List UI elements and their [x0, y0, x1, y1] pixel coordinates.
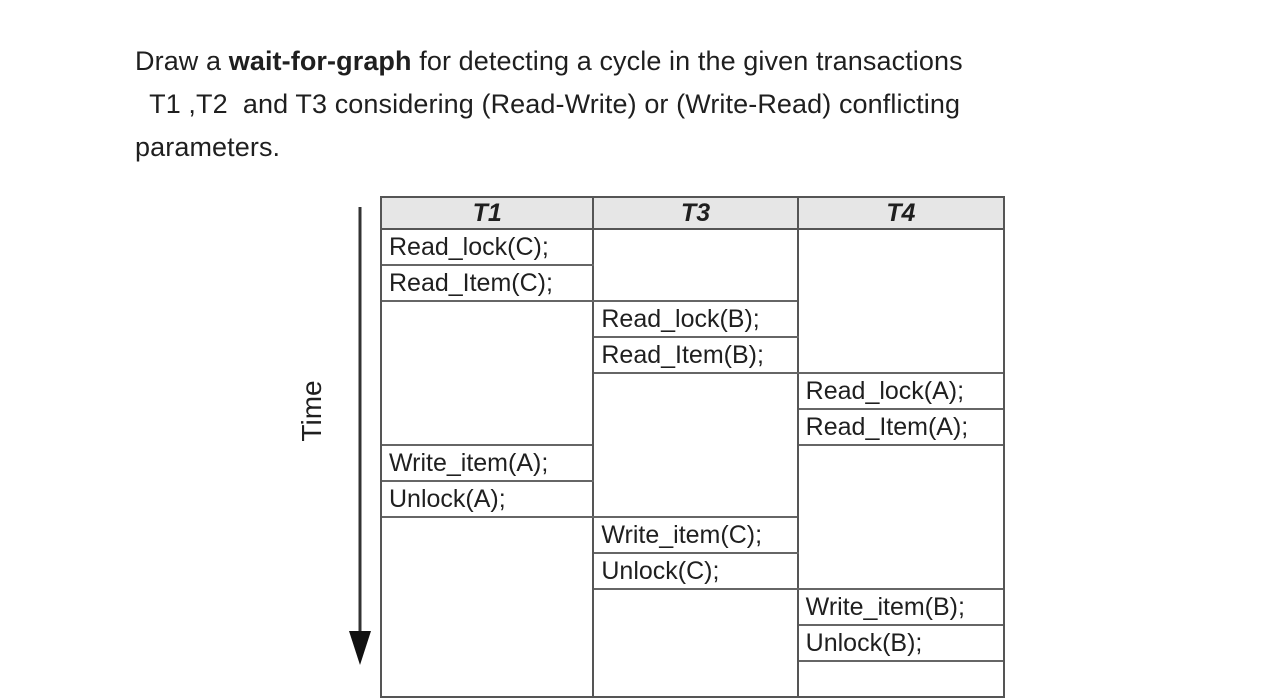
empty-cell [593, 445, 799, 481]
empty-cell [798, 301, 1003, 337]
operation-cell: Read_Item(B); [593, 336, 799, 374]
empty-cell [798, 553, 1003, 589]
table-row: Unlock(C); [382, 552, 1003, 590]
table-row [382, 661, 1003, 696]
empty-cell [798, 661, 1003, 696]
table-row: Unlock(B); [382, 624, 1003, 662]
prompt-line-1: Draw a wait-for-graph for detecting a cy… [135, 40, 1145, 83]
empty-cell [382, 625, 595, 661]
operation-cell: Read_lock(C); [382, 228, 595, 266]
empty-cell [382, 301, 595, 337]
empty-cell [593, 409, 799, 445]
empty-cell [593, 589, 799, 625]
operation-cell: Unlock(A); [382, 480, 595, 518]
time-axis: Time [270, 195, 390, 675]
empty-cell [798, 445, 1003, 481]
column-header-t1: T1 [382, 198, 595, 230]
transaction-schedule-table: T1 T3 T4 Read_lock(C);Read_Item(C);Read_… [380, 196, 1005, 698]
operation-cell: Read_Item(A); [797, 408, 1003, 446]
column-header-t4: T4 [797, 198, 1003, 230]
empty-cell [593, 481, 799, 517]
operation-cell: Unlock(B); [797, 624, 1003, 662]
time-axis-label: Time [296, 380, 327, 442]
down-arrow-icon [349, 207, 371, 665]
table-row: Read_Item(B); [382, 336, 1003, 374]
table-row: Write_item(A); [382, 444, 1003, 482]
empty-cell [382, 553, 595, 589]
table-row: Read_lock(B); [382, 300, 1003, 338]
prompt-line-2: T1 ,T2 and T3 considering (Read-Write) o… [142, 89, 961, 119]
table-body: Read_lock(C);Read_Item(C);Read_lock(B);R… [382, 228, 1003, 696]
empty-cell [798, 229, 1003, 265]
table-row: Write_item(B); [382, 588, 1003, 626]
operation-cell: Read_lock(A); [797, 372, 1003, 410]
empty-cell [798, 517, 1003, 553]
empty-cell [382, 589, 595, 625]
empty-cell [382, 661, 595, 696]
empty-cell [382, 409, 595, 445]
table-row: Read_Item(C); [382, 264, 1003, 302]
empty-cell [593, 373, 799, 409]
table-row: Read_lock(A); [382, 372, 1003, 410]
operation-cell: Read_lock(B); [593, 300, 799, 338]
operation-cell: Unlock(C); [593, 552, 799, 590]
question-prompt: Draw a wait-for-graph for detecting a cy… [135, 40, 1145, 169]
operation-cell: Write_item(C); [593, 516, 799, 554]
empty-cell [593, 265, 799, 301]
table-row: Unlock(A); [382, 480, 1003, 518]
empty-cell [593, 661, 799, 696]
table-row: Write_item(C); [382, 516, 1003, 554]
empty-cell [798, 265, 1003, 301]
empty-cell [382, 373, 595, 409]
operation-cell: Write_item(A); [382, 444, 595, 482]
empty-cell [593, 229, 799, 265]
table-row: Read_Item(A); [382, 408, 1003, 446]
empty-cell [382, 517, 595, 553]
prompt-line-3: parameters. [135, 132, 281, 162]
table-row: Read_lock(C); [382, 228, 1003, 266]
prompt-emphasis-term: wait-for-graph [228, 46, 412, 76]
table-header-row: T1 T3 T4 [382, 198, 1003, 230]
operation-cell: Read_Item(C); [382, 264, 595, 302]
empty-cell [382, 337, 595, 373]
prompt-line-1-suffix: for detecting a cycle in the given trans… [411, 46, 963, 76]
operation-cell: Write_item(B); [797, 588, 1003, 626]
empty-cell [798, 481, 1003, 517]
empty-cell [593, 625, 799, 661]
empty-cell [798, 337, 1003, 373]
column-header-t3: T3 [593, 198, 799, 230]
prompt-line-1-prefix: Draw a [135, 46, 229, 76]
